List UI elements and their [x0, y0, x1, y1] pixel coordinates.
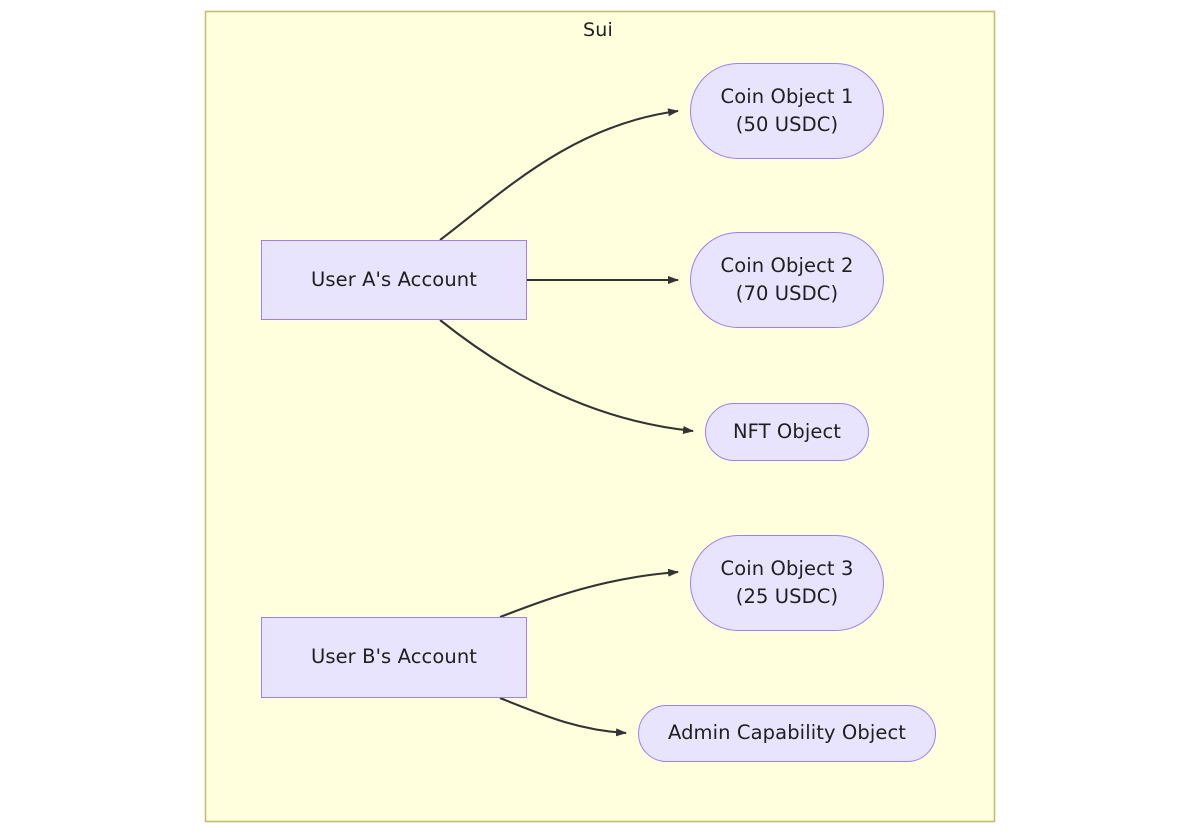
node-coin-object-3[interactable]: Coin Object 3 (25 USDC) — [690, 535, 884, 631]
node-user-a-account-label: User A's Account — [310, 267, 478, 291]
edge-user-a-to-nft-object — [439, 319, 694, 434]
node-nft-object-label: NFT Object — [732, 419, 842, 443]
node-coin-object-1[interactable]: Coin Object 1 (50 USDC) — [690, 63, 884, 159]
node-user-b-account-label: User B's Account — [310, 645, 478, 669]
node-coin-object-1-title: Coin Object 1 — [720, 84, 854, 108]
node-coin-object-3-amount: (25 USDC) — [735, 585, 839, 608]
node-coin-object-2-title: Coin Object 2 — [720, 253, 854, 277]
node-coin-object-2-amount: (70 USDC) — [735, 282, 839, 305]
node-user-b-account[interactable]: User B's Account — [261, 617, 527, 698]
node-admin-capability-object[interactable]: Admin Capability Object — [638, 705, 936, 762]
node-coin-object-1-amount: (50 USDC) — [735, 113, 839, 136]
edge-user-b-to-coin-object-3 — [499, 568, 679, 618]
cluster-title-sui: Sui — [583, 19, 613, 41]
edge-user-a-to-coin-object-1 — [439, 108, 679, 241]
edge-user-b-to-admin-capability-object — [499, 697, 627, 737]
node-coin-object-3-title: Coin Object 3 — [720, 556, 854, 580]
node-coin-object-2[interactable]: Coin Object 2 (70 USDC) — [690, 232, 884, 328]
node-admin-capability-object-label: Admin Capability Object — [667, 721, 907, 745]
node-nft-object[interactable]: NFT Object — [705, 403, 869, 461]
node-user-a-account[interactable]: User A's Account — [261, 240, 527, 320]
